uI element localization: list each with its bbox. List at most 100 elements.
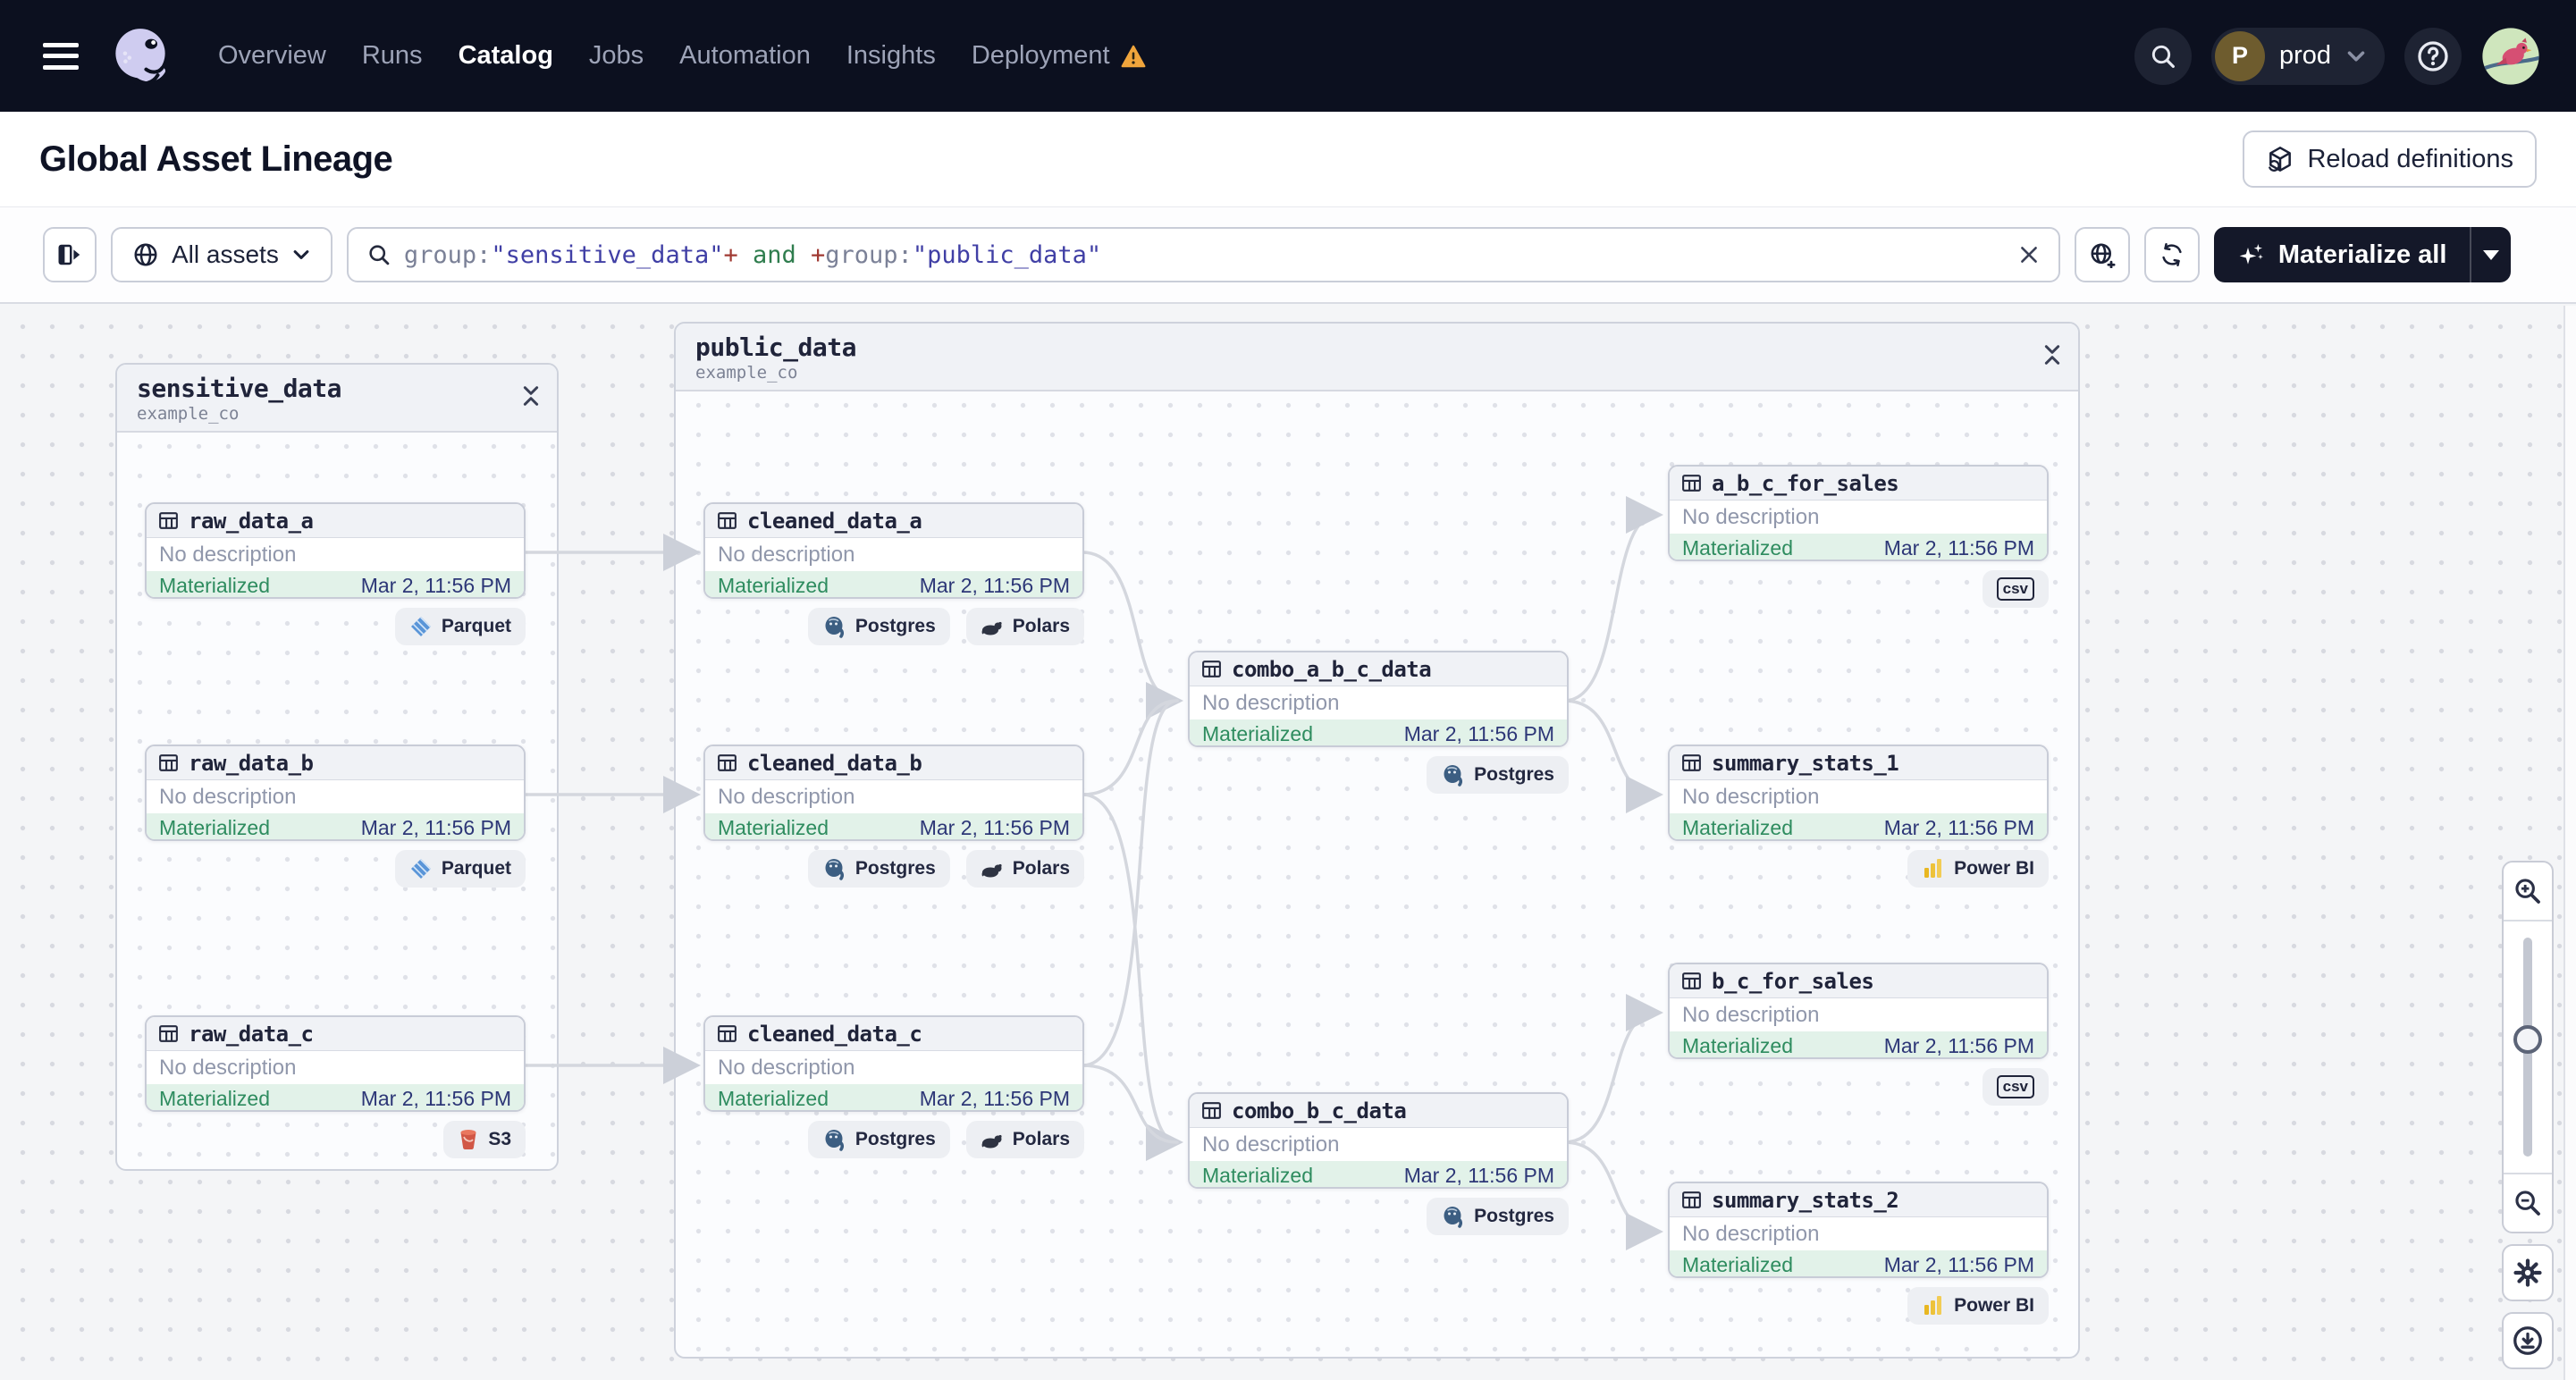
kind-badge-label: Postgres <box>854 616 936 636</box>
kind-badge-label: Parquet <box>441 858 511 879</box>
asset-node-cleaned_data_c[interactable]: cleaned_data_c No description Materializ… <box>703 1015 1084 1112</box>
kind-badge-label: Postgres <box>854 858 936 879</box>
asset-name: combo_b_c_data <box>1232 1098 1407 1123</box>
magnifier-icon <box>369 245 390 265</box>
nav-item-jobs[interactable]: Jobs <box>589 41 644 71</box>
asset-node-combo_b_c_data[interactable]: combo_b_c_data No description Materializ… <box>1188 1092 1569 1189</box>
vertical-scrollbar[interactable] <box>2563 306 2576 1380</box>
asset-status-row: Materialized Mar 2, 11:56 PM <box>705 813 1082 839</box>
status-badge: Materialized <box>1682 816 1793 839</box>
asset-node-header: raw_data_b <box>147 746 524 780</box>
asset-node-header: raw_data_c <box>147 1017 524 1051</box>
zoom-slider-thumb[interactable] <box>2513 1025 2542 1055</box>
asset-node-header: combo_b_c_data <box>1190 1094 1567 1128</box>
kind-badge-label: Postgres <box>1474 764 1554 785</box>
asset-node-summary_stats_2[interactable]: summary_stats_2 No description Materiali… <box>1668 1182 2049 1278</box>
search-icon <box>2151 45 2175 68</box>
asset-node-header: a_b_c_for_sales <box>1670 467 2047 501</box>
table-icon <box>1202 661 1221 677</box>
query-segment: group: <box>825 240 913 269</box>
kind-badge-csv: csv <box>1982 570 2049 608</box>
nav-item-catalog[interactable]: Catalog <box>459 41 553 71</box>
kind-badge-label: Polars <box>1012 858 1070 879</box>
group-collapse-button[interactable] <box>521 385 541 410</box>
collapse-icon <box>523 386 539 406</box>
warning-icon <box>1121 45 1145 67</box>
zoom-in-button[interactable] <box>2504 862 2552 921</box>
kind-badge-label: Polars <box>1012 616 1070 636</box>
nav-item-deployment[interactable]: Deployment <box>972 41 1146 71</box>
asset-search-input[interactable]: group:"sensitive_data"+ and +group:"publ… <box>346 227 2060 282</box>
zoom-slider[interactable] <box>2504 921 2552 1173</box>
table-icon <box>1202 1102 1221 1119</box>
help-button[interactable] <box>2404 27 2462 85</box>
view-scope-button[interactable] <box>2074 227 2130 282</box>
asset-name: raw_data_b <box>189 750 314 776</box>
asset-filter-dropdown[interactable]: All assets <box>111 227 333 282</box>
asset-status-row: Materialized Mar 2, 11:56 PM <box>1670 534 2047 560</box>
table-icon <box>1682 972 1701 989</box>
chevron-down-icon <box>2347 50 2365 62</box>
menu-icon[interactable] <box>43 42 79 70</box>
asset-node-raw_data_a[interactable]: raw_data_a No description Materialized M… <box>145 502 526 599</box>
asset-node-b_c_for_sales[interactable]: b_c_for_sales No description Materialize… <box>1668 963 2049 1059</box>
asset-node-a_b_c_for_sales[interactable]: a_b_c_for_sales No description Materiali… <box>1668 465 2049 561</box>
materialize-options-button[interactable] <box>2470 227 2511 282</box>
kind-badge-label: Postgres <box>854 1129 936 1149</box>
kind-badge-csv: csv <box>1982 1068 2049 1106</box>
asset-description: No description <box>1670 780 2047 813</box>
nav-item-overview[interactable]: Overview <box>218 41 326 71</box>
asset-description: No description <box>1670 1217 2047 1250</box>
nav-item-runs[interactable]: Runs <box>362 41 423 71</box>
global-search-button[interactable] <box>2134 27 2192 85</box>
graph-settings-button[interactable] <box>2502 1244 2554 1301</box>
kind-badge-postgres: Postgres <box>807 850 950 888</box>
asset-status-row: Materialized Mar 2, 11:56 PM <box>147 571 524 597</box>
zoom-out-button[interactable] <box>2504 1173 2552 1232</box>
caret-down-icon <box>2483 249 2500 260</box>
panel-toggle-button[interactable] <box>43 227 97 282</box>
environment-switcher[interactable]: P prod <box>2210 27 2385 85</box>
query-segment: "sensitive_data" <box>491 240 724 269</box>
asset-node-combo_a_b_c_data[interactable]: combo_a_b_c_data No description Material… <box>1188 651 1569 747</box>
asset-node-cleaned_data_a[interactable]: cleaned_data_a No description Materializ… <box>703 502 1084 599</box>
csv-icon: csv <box>1996 1075 2034 1098</box>
user-avatar[interactable] <box>2481 27 2540 86</box>
asset-node-raw_data_c[interactable]: raw_data_c No description Materialized M… <box>145 1015 526 1112</box>
kind-badge-label: Polars <box>1012 1129 1070 1149</box>
nav-item-insights[interactable]: Insights <box>846 41 936 71</box>
asset-description: No description <box>1670 501 2047 534</box>
zoom-in-icon <box>2515 879 2540 904</box>
asset-node-raw_data_b[interactable]: raw_data_b No description Materialized M… <box>145 745 526 841</box>
asset-status-row: Materialized Mar 2, 11:56 PM <box>1670 1031 2047 1057</box>
nav-item-automation[interactable]: Automation <box>679 41 811 71</box>
help-icon <box>2418 40 2448 72</box>
asset-kind-badges: Postgres Polars <box>703 608 1084 645</box>
kind-badge-label: Postgres <box>1474 1206 1554 1226</box>
group-collapse-button[interactable] <box>2042 344 2062 369</box>
asset-node-cleaned_data_b[interactable]: cleaned_data_b No description Materializ… <box>703 745 1084 841</box>
refresh-graph-button[interactable] <box>2143 227 2200 282</box>
asset-name: cleaned_data_b <box>747 750 922 776</box>
download-graph-button[interactable] <box>2502 1312 2554 1369</box>
asset-node-summary_stats_1[interactable]: summary_stats_1 No description Materiali… <box>1668 745 2049 841</box>
kind-badge-powerbi: Power BI <box>1907 850 2049 888</box>
asset-description: No description <box>705 1051 1082 1084</box>
kind-badge-s3: S3 <box>443 1121 526 1158</box>
materialize-all-button[interactable]: Materialize all <box>2213 227 2512 282</box>
table-icon <box>159 1025 178 1042</box>
table-icon <box>159 754 178 771</box>
polars-icon <box>981 1134 1002 1149</box>
asset-node-header: cleaned_data_c <box>705 1017 1082 1051</box>
asset-status-row: Materialized Mar 2, 11:56 PM <box>1190 719 1567 745</box>
asset-kind-badges: Parquet <box>145 608 526 645</box>
query-segment: "public_data" <box>912 240 1102 269</box>
clear-search-icon[interactable] <box>2017 243 2041 266</box>
postgres-icon <box>1444 764 1463 787</box>
kind-badge-polars: Polars <box>965 608 1084 645</box>
dagster-logo[interactable] <box>105 21 175 91</box>
asset-name: raw_data_c <box>189 1021 314 1047</box>
asset-description: No description <box>1190 686 1567 719</box>
kind-badge-powerbi: Power BI <box>1907 1287 2049 1325</box>
reload-definitions-button[interactable]: Reload definitions <box>2243 130 2537 188</box>
